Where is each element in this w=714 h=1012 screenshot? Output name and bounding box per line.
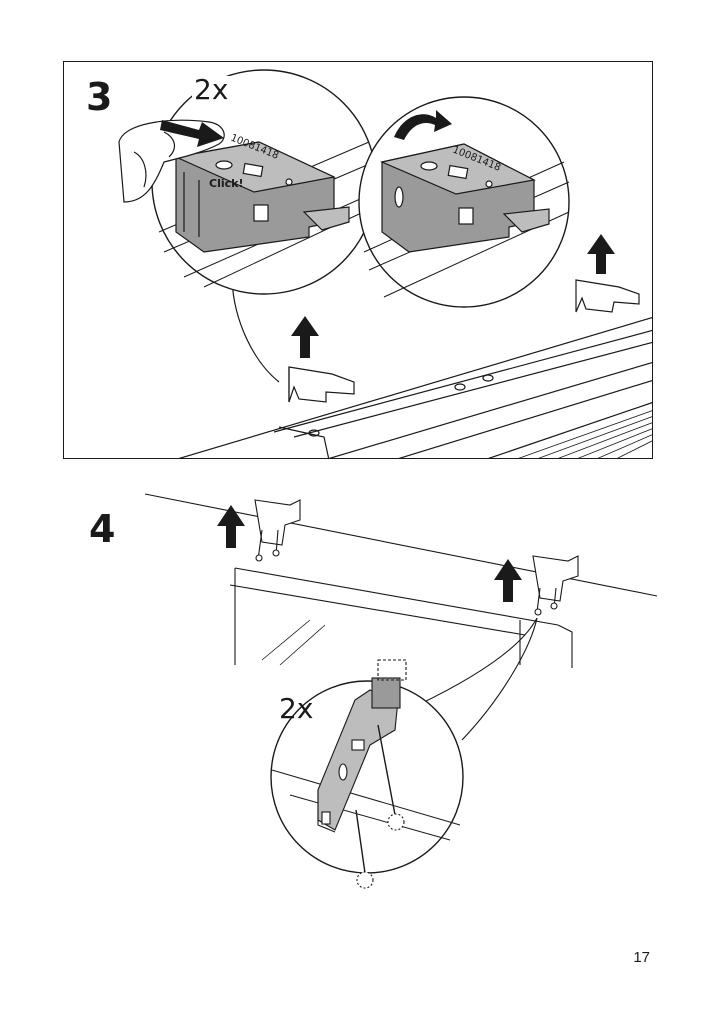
step-number: 4 (89, 507, 116, 551)
detail-circle-right: 10081418 (358, 96, 570, 308)
quantity-label: 2x (192, 73, 231, 106)
step-number: 3 (86, 75, 113, 119)
up-arrow-icon (291, 234, 615, 358)
step-3-illustration: Click! 10081418 10081418 (118, 69, 652, 458)
step-3-panel: Click! 10081418 10081418 (63, 61, 653, 459)
detail-circle: 2x (270, 617, 538, 889)
up-arrow-icon (217, 505, 522, 602)
page-number: 17 (633, 949, 650, 966)
quantity-label: 2x (279, 692, 313, 725)
click-label: Click! (209, 177, 243, 190)
rotate-arrow-icon (394, 110, 452, 140)
detail-circle-left: Click! 10081418 (118, 69, 377, 383)
